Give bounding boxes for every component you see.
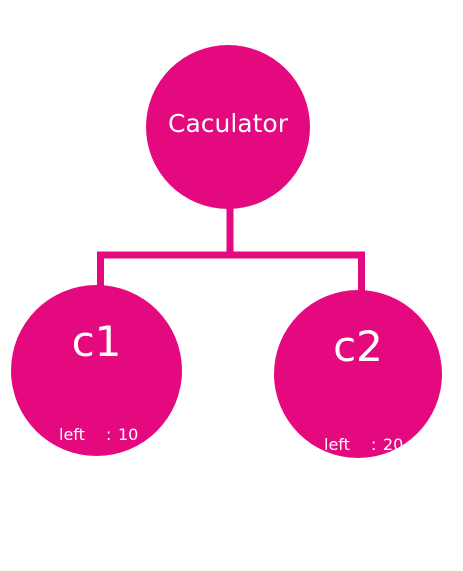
attr-row-left: left:20 [324,433,403,456]
attr-value: 40 [383,504,404,523]
node-title: c1 [71,317,122,366]
root-label: Caculator [167,109,288,138]
attr-separator: : [371,504,377,523]
attr-key: right [59,494,97,513]
attr-value: 10 [118,425,139,444]
attr-row-right: right:40 [324,502,403,525]
child-node-c1: c1 left:10 right:20 [11,285,182,513]
attr-row-left: left:10 [59,423,138,446]
root-node: Caculator [146,45,310,209]
connector-lines [97,205,365,296]
node-attributes: left:10 right:20 [59,377,138,561]
attr-row-right: right:20 [59,492,138,515]
attr-key: left [59,425,85,444]
attr-separator: : [106,494,112,513]
attr-separator: : [106,425,112,444]
attr-key: left [324,435,350,454]
child-node-c2: c2 left:20 right:40 [274,290,442,523]
node-title: c2 [333,322,383,371]
attr-key: right [324,504,362,523]
attr-value: 20 [383,435,404,454]
tree-diagram: Caculator c1 left:10 right:20 c2 left:20… [11,45,442,523]
attr-separator: : [371,435,377,454]
attr-value: 20 [118,494,139,513]
node-attributes: left:20 right:40 [324,387,403,571]
